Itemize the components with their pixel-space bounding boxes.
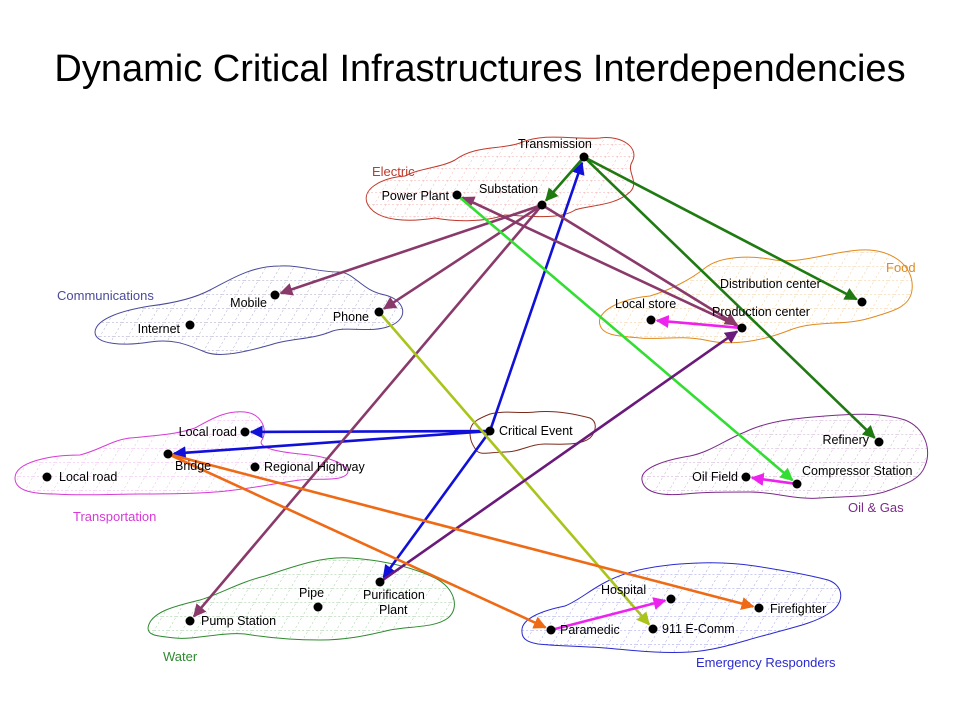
- node-label-oilfield: Oil Field: [692, 470, 738, 484]
- node-label-localroad1: Local road: [179, 425, 237, 439]
- edge-powerplant-to-compressor: [459, 196, 794, 482]
- node-paramedic: [546, 625, 556, 635]
- node-powerplant: [452, 190, 462, 200]
- cluster-area-oilgas: [641, 413, 929, 499]
- edge-bridge-to-firefighter: [171, 453, 755, 610]
- cluster-label-emergency: Emergency Responders: [696, 655, 836, 670]
- edge-substation-to-pumpstation: [192, 207, 541, 618]
- node-label-production: Production center: [712, 305, 810, 319]
- cluster-area-communications: [94, 265, 403, 355]
- edge-substation-to-mobile: [279, 205, 539, 296]
- node-hospital: [666, 594, 676, 604]
- node-localroad2: [42, 472, 52, 482]
- cluster-label-water: Water: [163, 649, 198, 664]
- node-label-internet: Internet: [138, 322, 181, 336]
- node-label-bridge: Bridge: [175, 459, 211, 473]
- node-pumpstation: [185, 616, 195, 626]
- node-production: [737, 323, 747, 333]
- cluster-label-communications: Communications: [57, 288, 154, 303]
- edge-criticalevent-to-transmission: [490, 161, 585, 428]
- edge-production-to-powerplant: [461, 196, 739, 328]
- edge-substation-to-phone: [382, 206, 540, 310]
- node-label-localroad2: Local road: [59, 470, 117, 484]
- edge-transmission-to-refinery: [585, 158, 876, 439]
- node-regional: [250, 462, 260, 472]
- node-internet: [185, 320, 195, 330]
- cluster-label-electric: Electric: [372, 164, 415, 179]
- node-label-pipe: Pipe: [299, 586, 324, 600]
- node-label-criticalevent: Critical Event: [499, 424, 573, 438]
- edge-transmission-to-distribution: [586, 157, 858, 301]
- node-compressor: [792, 479, 802, 489]
- node-phone: [374, 307, 384, 317]
- edge-paramedic-to-hospital: [554, 597, 667, 631]
- node-label-mobile: Mobile: [230, 296, 267, 310]
- node-label-hospital: Hospital: [601, 583, 646, 597]
- edge-phone-to-ecomm: [380, 314, 651, 626]
- node-ecomm: [648, 624, 658, 634]
- node-firefighter: [754, 603, 764, 613]
- node-label-substation: Substation: [479, 182, 538, 196]
- node-label-powerplant: Power Plant: [382, 189, 450, 203]
- cluster-label-transportation: Transportation: [73, 509, 156, 524]
- cluster-label-oilgas: Oil & Gas: [848, 500, 904, 515]
- node-localroad1: [240, 427, 250, 437]
- edge-criticalevent-to-localroad1: [249, 425, 487, 439]
- edge-criticalevent-to-bridge: [172, 429, 487, 460]
- node-label-localstore: Local store: [615, 297, 676, 311]
- edge-substation-to-production: [544, 205, 738, 326]
- page-title: Dynamic Critical Infrastructures Interde…: [54, 48, 906, 90]
- node-pipe: [313, 602, 323, 612]
- node-label-pumpstation: Pump Station: [201, 614, 276, 628]
- node-substation: [537, 200, 547, 210]
- node-transmission: [579, 152, 589, 162]
- edge-purification-to-production: [382, 330, 739, 581]
- node-label-transmission: Transmission: [518, 137, 592, 151]
- edge-transmission-to-substation: [544, 159, 583, 202]
- cluster-area-food: [599, 249, 913, 344]
- node-bridge: [163, 449, 173, 459]
- node-label-refinery: Refinery: [822, 433, 869, 447]
- cluster-area-event: [469, 411, 596, 454]
- node-label-regional: Regional Highway: [264, 460, 366, 474]
- node-criticalevent: [485, 426, 495, 436]
- edge-bridge-to-paramedic: [171, 454, 547, 629]
- node-label-ecomm: 911 E-Comm: [662, 622, 735, 636]
- edge-criticalevent-to-purification: [382, 433, 489, 579]
- node-oilfield: [741, 472, 751, 482]
- node-label-phone: Phone: [333, 310, 369, 324]
- node-label-firefighter: Firefighter: [770, 602, 826, 616]
- node-label-compressor: Compressor Station: [802, 464, 913, 478]
- cluster-area-electric: [365, 136, 635, 222]
- cluster-label-food: Food: [886, 260, 916, 275]
- node-localstore: [646, 315, 656, 325]
- node-label-distribution: Distribution center: [720, 277, 821, 291]
- node-refinery: [874, 437, 884, 447]
- node-label-paramedic: Paramedic: [560, 623, 620, 637]
- edge-production-to-localstore: [655, 315, 739, 329]
- node-purification: [375, 577, 385, 587]
- node-distribution: [857, 297, 867, 307]
- edge-compressor-to-oilfield: [750, 472, 794, 486]
- node-mobile: [270, 290, 280, 300]
